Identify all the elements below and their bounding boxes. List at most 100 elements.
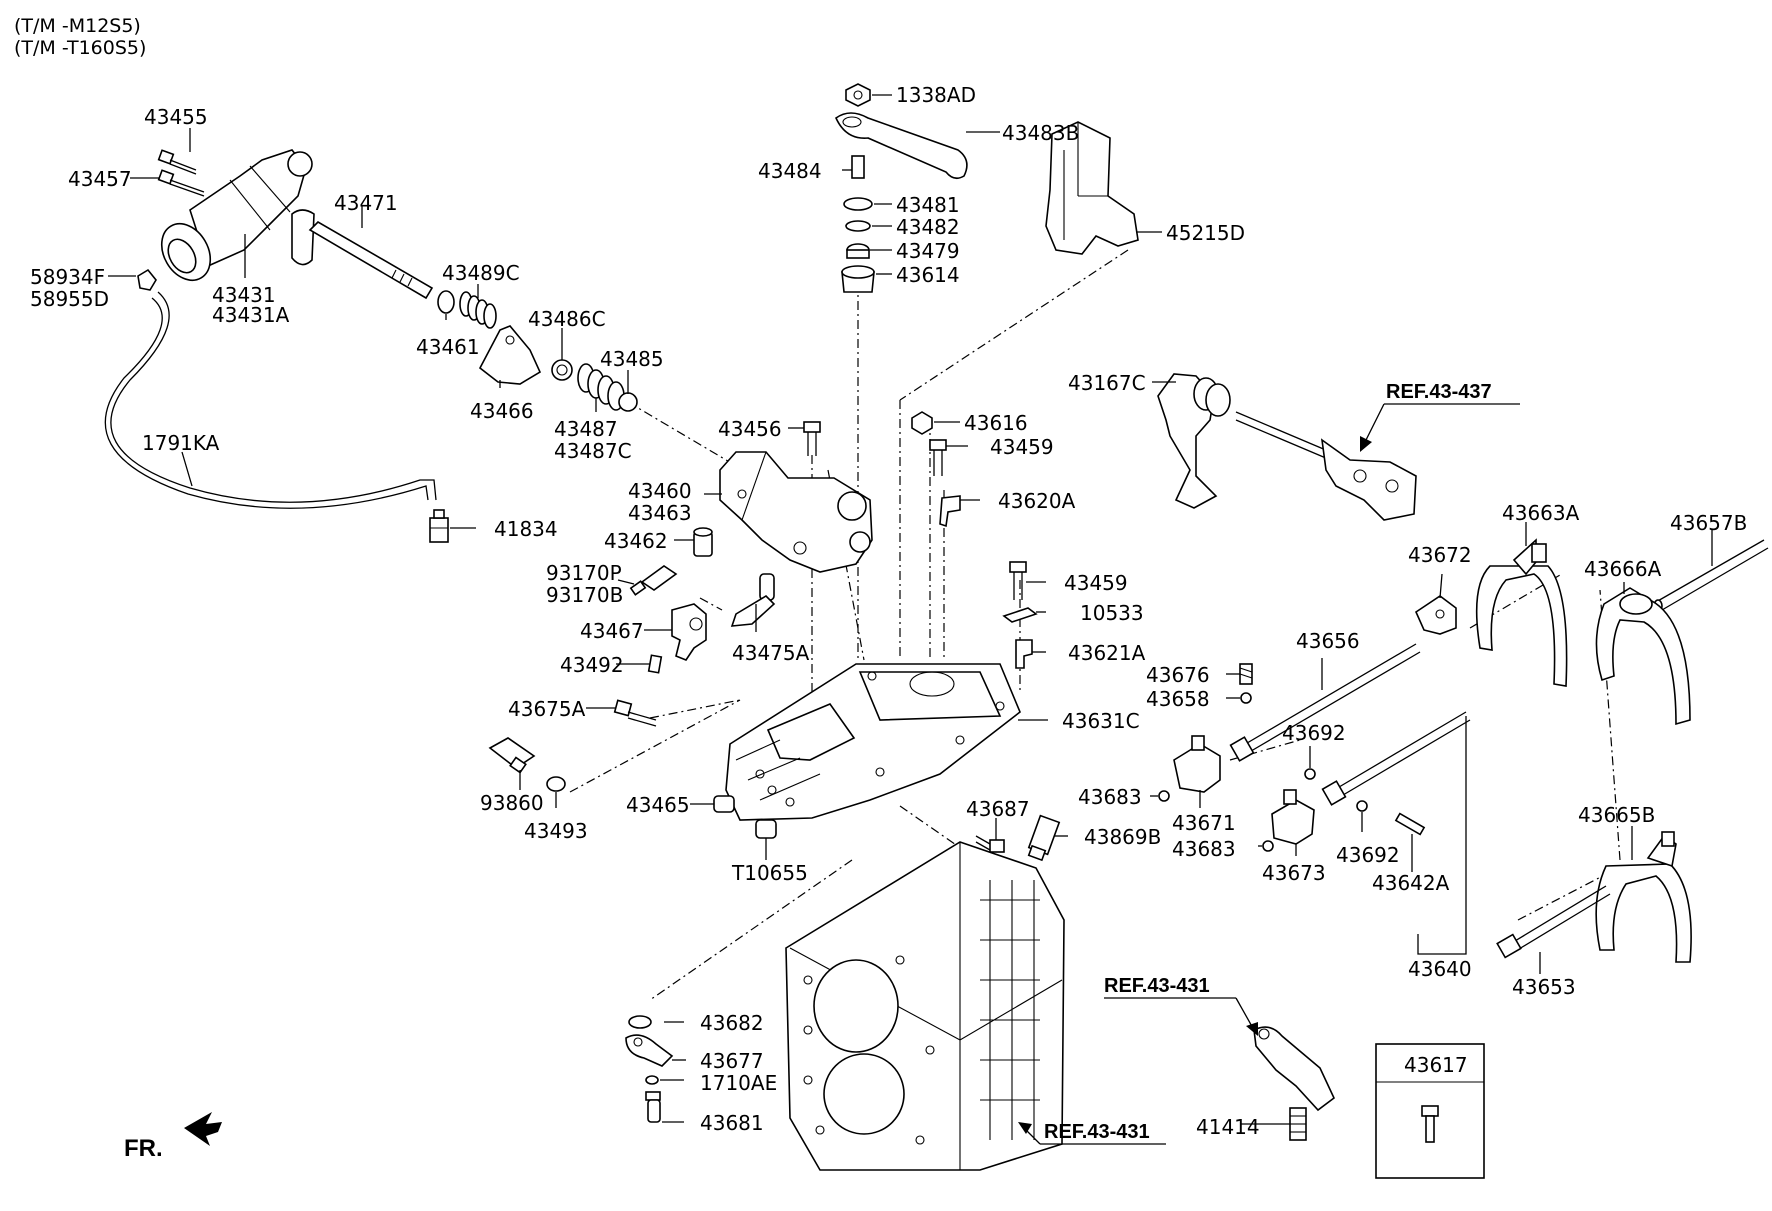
label-43481: 43481 (896, 193, 960, 217)
label-43459-lower: 43459 (1064, 571, 1128, 595)
label-43621a: 43621A (1068, 641, 1146, 665)
bolt-43687 (975, 835, 1005, 853)
block-43673 (1271, 789, 1315, 845)
oring-1710ae (645, 1075, 659, 1085)
label-43653: 43653 (1512, 975, 1576, 999)
label-58955d: 58955D (30, 287, 109, 311)
ball-43692-upper (1304, 768, 1316, 780)
leader-lines (108, 94, 1713, 1125)
washer-43485 (618, 392, 638, 412)
label-43431: 43431 (212, 283, 276, 307)
rod-43640 (1321, 711, 1471, 806)
label-43640: 43640 (1408, 957, 1472, 981)
plug-43462 (693, 527, 713, 557)
nut-1338ad (845, 83, 871, 107)
shift-fork-43665b (1595, 831, 1692, 963)
label-43484: 43484 (758, 159, 822, 183)
label-43167c: 43167C (1068, 371, 1146, 395)
ring-43493 (546, 776, 566, 792)
label-43483b: 43483B (1002, 121, 1079, 145)
snap-ring-43461 (437, 290, 455, 314)
label-43471: 43471 (334, 191, 398, 215)
label-43479: 43479 (896, 239, 960, 263)
label-43642a: 43642A (1372, 871, 1450, 895)
nut-43616 (911, 411, 933, 435)
bracket-43466 (478, 325, 542, 385)
ring-43482 (845, 220, 871, 232)
spring-43487 (577, 363, 625, 411)
rod-43656 (1229, 643, 1421, 762)
spring-43489c (459, 291, 497, 329)
label-43672: 43672 (1408, 543, 1472, 567)
label-43455: 43455 (144, 105, 208, 129)
label-43692-upper: 43692 (1282, 721, 1346, 745)
plug-43465 (713, 795, 735, 813)
model-code-line-2: (T/M -T160S5) (14, 37, 146, 59)
lever-43475a (730, 573, 776, 627)
label-58934f: 58934F (30, 265, 105, 289)
sensor-43869b (1027, 814, 1061, 862)
label-10533: 10533 (1080, 601, 1144, 625)
block-43671 (1173, 735, 1221, 793)
bolt-43457 (157, 169, 205, 197)
label-43467: 43467 (580, 619, 644, 643)
label-93170p: 93170P (546, 561, 622, 585)
transmission-case (785, 841, 1065, 1171)
pin-43642a (1394, 812, 1426, 836)
seal-43479 (846, 243, 870, 259)
label-43687: 43687 (966, 797, 1030, 821)
label-43457: 43457 (68, 167, 132, 191)
label-43682: 43682 (700, 1011, 764, 1035)
block-43467 (671, 603, 707, 661)
shift-fork-43663a (1475, 538, 1568, 687)
lever-43483b (834, 112, 968, 180)
bolt-43456 (803, 421, 821, 456)
label-1338ad: 1338AD (896, 83, 976, 107)
label-43493: 43493 (524, 819, 588, 843)
label-1791ka: 1791KA (142, 431, 220, 455)
label-45215d: 45215D (1166, 221, 1245, 245)
label-43431a: 43431A (212, 303, 290, 327)
label-43676: 43676 (1146, 663, 1210, 687)
label-43681: 43681 (700, 1111, 764, 1135)
bolt-43459-lower (1009, 561, 1027, 600)
ring-43481 (843, 197, 873, 211)
label-43489c: 43489C (442, 261, 520, 285)
bolt-43675a (613, 699, 657, 727)
reference-label-43-431-lower: REF.43-431 (1044, 1121, 1150, 1143)
label-43617: 43617 (1404, 1053, 1468, 1077)
ball-43658 (1240, 692, 1252, 704)
label-43683-lower: 43683 (1172, 837, 1236, 861)
label-43631c: 43631C (1062, 709, 1140, 733)
label-43465: 43465 (626, 793, 690, 817)
bolt-43681 (645, 1091, 661, 1123)
label-43869b: 43869B (1084, 825, 1161, 849)
label-93170b: 93170B (546, 583, 623, 607)
label-43487c: 43487C (554, 439, 632, 463)
front-marker: FR. (124, 1135, 163, 1162)
label-43677: 43677 (700, 1049, 764, 1073)
rod-43653 (1496, 885, 1611, 959)
reference-label-43-431-upper: REF.43-431 (1104, 975, 1210, 997)
assembly-lines (569, 249, 1621, 1001)
bracket-43621a (1015, 639, 1033, 669)
switch-93860 (488, 737, 536, 774)
label-43673: 43673 (1262, 861, 1326, 885)
label-43482: 43482 (896, 215, 960, 239)
label-43692-lower: 43692 (1336, 843, 1400, 867)
spring-43676 (1239, 663, 1253, 685)
washer-43682 (628, 1015, 652, 1029)
bolt-43459-upper (929, 439, 947, 476)
label-1710ae: 1710AE (700, 1071, 777, 1095)
block-43672 (1414, 595, 1457, 635)
label-43658: 43658 (1146, 687, 1210, 711)
screw-43683-lower (1262, 840, 1274, 852)
shaft-43471 (291, 209, 434, 300)
lever-assembly-43167c (1157, 373, 1417, 521)
label-43462: 43462 (604, 529, 668, 553)
reference-label-43-437: REF.43-437 (1386, 381, 1492, 403)
label-43616: 43616 (964, 411, 1028, 435)
bolt-43455 (157, 149, 197, 175)
clamp-43677 (625, 1034, 674, 1067)
